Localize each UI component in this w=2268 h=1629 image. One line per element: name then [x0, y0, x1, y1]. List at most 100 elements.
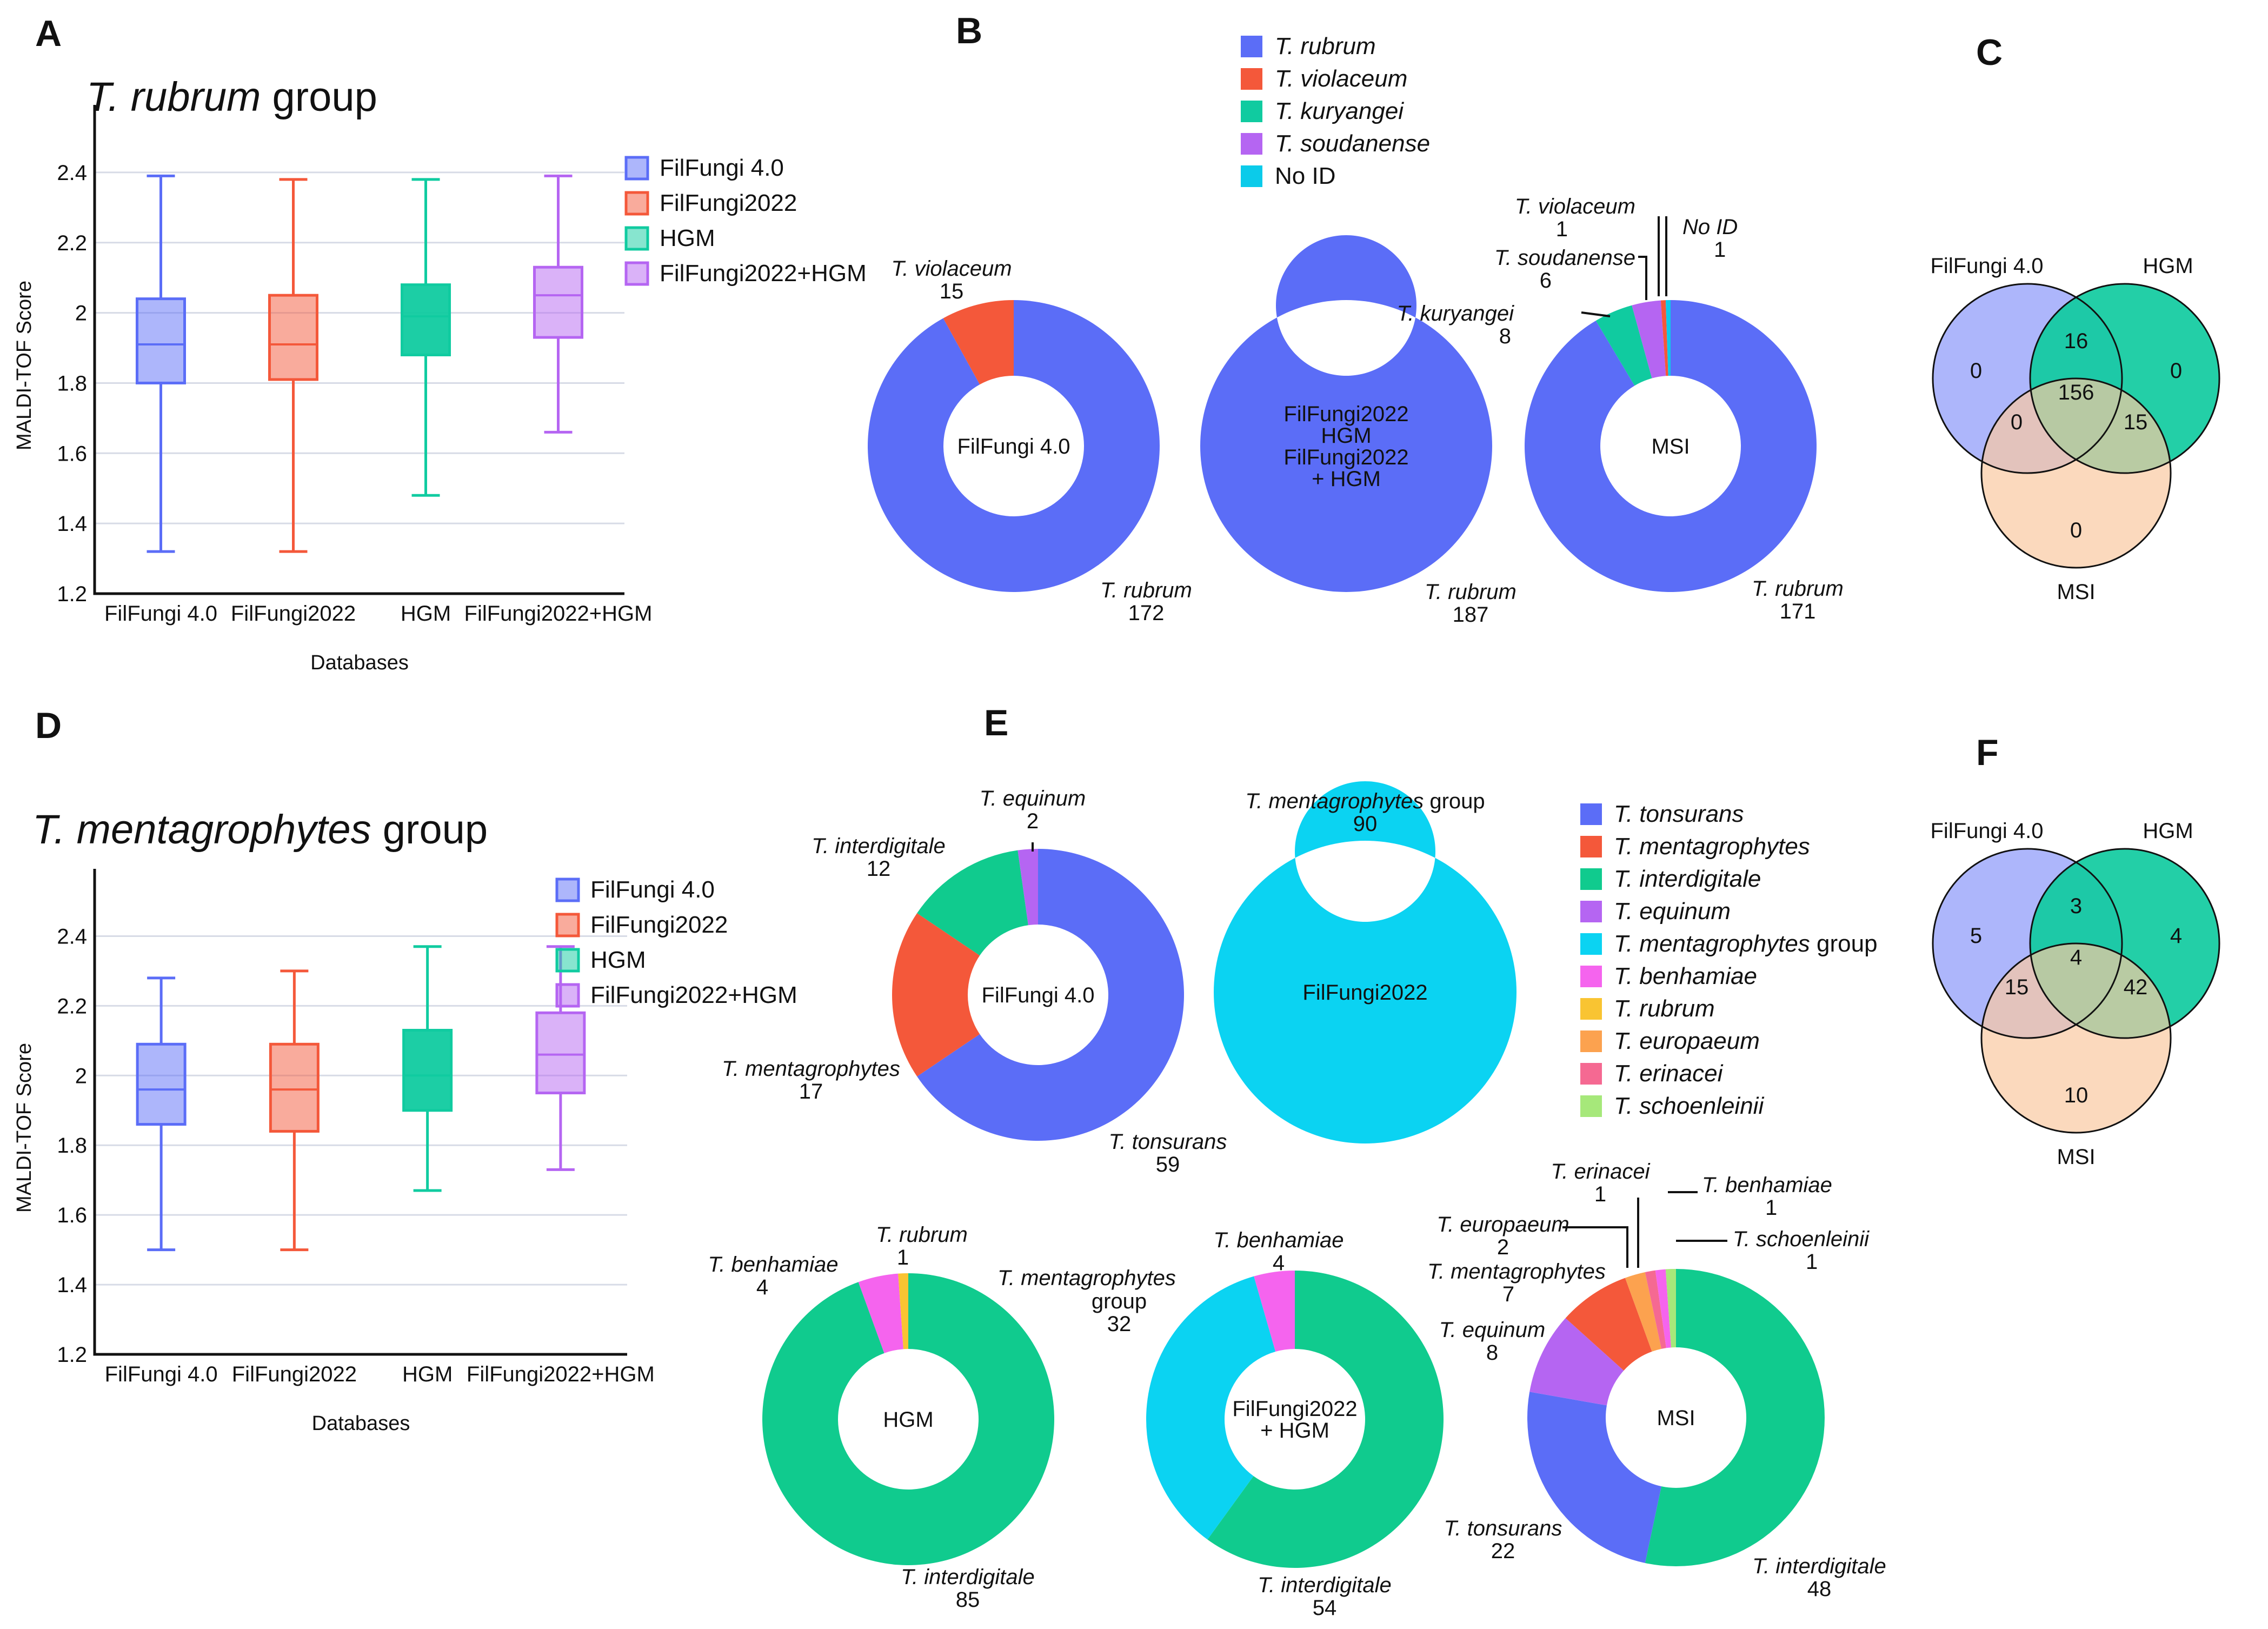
- venn-set-label: MSI: [2057, 580, 2095, 604]
- slice-label-value: 171: [1780, 600, 1816, 623]
- slice-label-value: 187: [1453, 603, 1489, 627]
- slice-label-value: 1: [1714, 238, 1726, 262]
- legend-label-t-kuryangei: T. kuryangei: [1275, 98, 1404, 124]
- x-axis-title: Databases: [312, 1412, 410, 1435]
- legend-label-hgm: HGM: [660, 225, 715, 251]
- slice-label-name: T. soudanense: [1494, 246, 1635, 270]
- slice-label-name: T. benhamiae: [1702, 1173, 1832, 1197]
- slice-label-value: 8: [1499, 324, 1511, 348]
- donut-center-label: + HGM: [1260, 1419, 1329, 1442]
- slice-label-value: 54: [1313, 1596, 1337, 1620]
- legend-label-t-equinum: T. equinum: [1614, 898, 1731, 925]
- panel-letter-d: D: [35, 705, 62, 746]
- slice-label-value: 59: [1156, 1153, 1180, 1176]
- legend-swatch-t-rubrum: [1241, 36, 1262, 57]
- legend-label-t-rubrum: T. rubrum: [1275, 33, 1376, 59]
- slice-label-name: T. kuryangei: [1397, 302, 1515, 325]
- slice-t-kuryangei: [1595, 305, 1652, 386]
- slice-no-id: [1665, 300, 1671, 376]
- panel-a-title-italic: T. rubrum: [87, 74, 261, 120]
- panel-a-title-rest: group: [261, 74, 377, 120]
- slice-label-name: T. violaceum: [1515, 195, 1635, 218]
- slice-t-interdigitale: [917, 850, 1028, 956]
- y-tick-label: 1.4: [57, 512, 87, 536]
- x-tick-label: FilFungi2022+HGM: [464, 602, 653, 626]
- slice-label-value: 85: [956, 1588, 980, 1612]
- donut-center-label: MSI: [1657, 1406, 1695, 1430]
- slice-label-value: 32: [1107, 1312, 1132, 1336]
- y-tick-label: 1.4: [57, 1273, 87, 1297]
- slice-label-name: T. benhamiae: [1214, 1228, 1344, 1252]
- legend-label-no-id: No ID: [1275, 163, 1335, 189]
- legend-swatch-filfungi2022-hgm: [624, 261, 649, 286]
- slice-label-name-rest: group: [1092, 1289, 1147, 1313]
- legend-swatch-t-europaeum: [1580, 1030, 1602, 1052]
- legend-swatch-t-tonsurans: [1580, 803, 1602, 825]
- legend-swatch-t-mentagrophytes: [1580, 836, 1602, 857]
- legend-swatch-t-erinacei: [1580, 1063, 1602, 1085]
- box-iqr: [136, 1042, 187, 1126]
- slice-t-europaeum: [1625, 1272, 1661, 1352]
- panel-d-title-rest: group: [371, 807, 488, 853]
- slice-t-benhamiae: [1254, 1271, 1295, 1352]
- box-filfungi-4-0: [136, 976, 187, 1252]
- box-filfungi-4-0: [136, 174, 186, 553]
- y-tick-label: 2.4: [57, 925, 87, 948]
- venn-region-count: 4: [2070, 946, 2082, 969]
- x-tick-label: HGM: [401, 602, 451, 626]
- slice-t-schoenleinii: [1665, 1269, 1676, 1348]
- slice-label-name: T. tonsurans: [1109, 1130, 1227, 1154]
- slice-label-name: T. violaceum: [891, 257, 1012, 281]
- y-tick-label: 2: [75, 302, 87, 325]
- venn-circle-msi: [1981, 378, 2171, 568]
- slice-label-name: T. europaeum: [1436, 1213, 1569, 1236]
- legend-swatch-hgm: [555, 948, 580, 973]
- slice-label-value: 12: [867, 857, 891, 881]
- legend-label-filfungi2022: FilFungi2022: [590, 912, 728, 938]
- legend-swatch-hgm: [624, 226, 649, 251]
- donut-center-label: FilFungi2022: [1283, 446, 1408, 469]
- leader-line: [1562, 1226, 1628, 1268]
- venn-outline: [1932, 848, 2123, 1039]
- y-tick-label: 1.8: [57, 1134, 87, 1158]
- donut-center-label: FilFungi2022: [1302, 981, 1427, 1005]
- slice-label-name: T. mentagrophytes: [1427, 1260, 1606, 1284]
- x-tick-label: FilFungi2022: [232, 1362, 357, 1386]
- slice-label-name: T. rubrum: [1425, 580, 1517, 604]
- slice-t-mentagrophytes-group: [1213, 781, 1517, 1143]
- slice-t-tonsurans: [917, 849, 1184, 1141]
- legend-label-italic: T. mentagrophytes: [1614, 930, 1810, 957]
- venn-region-count: 4: [2170, 924, 2182, 948]
- slice-label-value: 15: [940, 280, 964, 303]
- slice-label-value: 22: [1491, 1539, 1515, 1563]
- x-axis-title: Databases: [310, 651, 409, 674]
- legend-swatch-t-benhamiae: [1580, 966, 1602, 987]
- box-iqr: [136, 297, 186, 384]
- venn-region-count: 0: [2011, 410, 2023, 434]
- donut-center-label: HGM: [883, 1408, 933, 1432]
- legend-swatch-t-schoenleinii: [1580, 1095, 1602, 1117]
- slice-label-name: T. interdigitale: [812, 834, 946, 858]
- slice-label-value: 2: [1027, 809, 1039, 833]
- y-tick-label: 2.4: [57, 161, 87, 185]
- slice-t-violaceum: [1660, 300, 1668, 376]
- venn-region-count: 3: [2070, 894, 2082, 918]
- slice-label-name: T. interdigitale: [1258, 1573, 1392, 1597]
- legend-label-italic: T. schoenleinii: [1614, 1093, 1764, 1119]
- donut-center-label: FilFungi2022: [1232, 1397, 1357, 1421]
- legend-swatch-t-soudanense: [1241, 133, 1262, 155]
- legend-label-filfungi-4-0: FilFungi 4.0: [590, 876, 715, 903]
- venn-region-count: 0: [2170, 359, 2182, 383]
- panel-d-title-italic: T. mentagrophytes: [32, 807, 371, 853]
- venn-set-label: HGM: [2143, 819, 2193, 843]
- donut-filfungi2022: FilFungi2022: [1213, 781, 1517, 1143]
- slice-t-rubrum: [868, 300, 1160, 592]
- panel-d-title: T. mentagrophytes group: [32, 807, 488, 853]
- legend-label-t-rubrum: T. rubrum: [1614, 995, 1715, 1022]
- legend-swatch-t-rubrum: [1580, 998, 1602, 1020]
- legend-swatch-filfungi2022: [555, 913, 580, 937]
